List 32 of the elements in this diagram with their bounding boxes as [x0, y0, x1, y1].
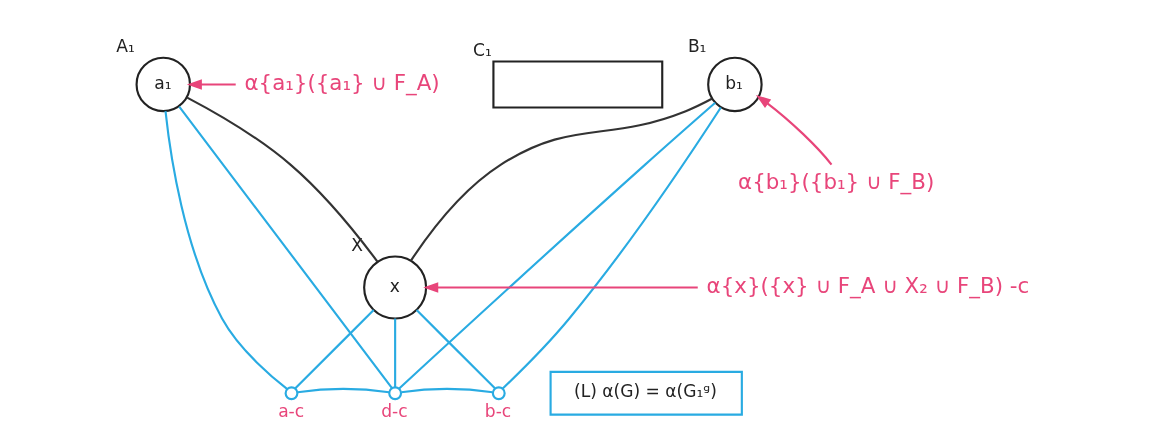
node-label: a-c: [278, 400, 305, 421]
arrow: [186, 79, 236, 90]
node-text: α{a₁}({a₁} ∪ F_A): [244, 69, 440, 95]
connector: [410, 97, 713, 262]
node-circle: b₁: [707, 56, 763, 113]
connector: [415, 309, 496, 390]
connector: [186, 96, 379, 263]
node-label: A₁: [116, 36, 135, 57]
connector: [398, 101, 716, 390]
connector: [294, 309, 375, 390]
connector: [164, 111, 288, 390]
node-box: [492, 60, 664, 109]
node-circle: [388, 386, 403, 401]
connector: [394, 318, 397, 388]
connector: [501, 106, 722, 390]
node-label: B₁: [687, 36, 707, 57]
node-circle: a₁: [135, 56, 192, 113]
connector: [178, 106, 393, 389]
node-box: (L) α(G) = α(G₁ᵍ): [549, 370, 743, 416]
node-label: X: [351, 234, 364, 255]
arrow: [423, 282, 698, 293]
node-label: d-c: [381, 400, 408, 421]
arrow: [755, 95, 833, 166]
node-circle: [491, 386, 506, 401]
node-label: b-c: [484, 400, 512, 421]
connector: [401, 387, 493, 394]
node-label: C₁: [473, 39, 492, 60]
node-circle: [284, 386, 299, 401]
connector: [297, 387, 390, 394]
node-circle: x: [363, 255, 428, 320]
node-text: α{b₁}({b₁} ∪ F_B): [738, 169, 935, 195]
node-text: α{x}({x} ∪ F_A ∪ X₂ ∪ F_B) -c: [706, 272, 1030, 298]
